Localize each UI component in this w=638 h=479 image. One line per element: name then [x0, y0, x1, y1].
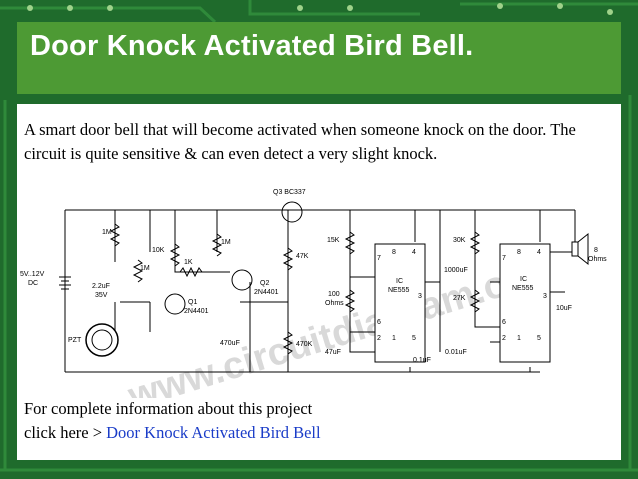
- label-pin-6b: 6: [502, 319, 506, 326]
- label-c470uf: 470uF: [220, 340, 240, 347]
- label-c001uf: 0.01uF: [445, 349, 467, 356]
- label-r100: 100: [328, 291, 340, 298]
- label-r10k: 10K: [152, 247, 165, 254]
- label-speaker: 8: [594, 247, 598, 254]
- label-c22uf: 2.2uF: [92, 283, 110, 290]
- label-c1000uf: 1000uF: [444, 267, 468, 274]
- label-pin-4b: 4: [537, 249, 541, 256]
- label-pin-1b: 1: [517, 335, 521, 342]
- label-q2: Q2: [260, 280, 269, 287]
- circuit-wires: [64, 209, 576, 373]
- footer-prefix: click here >: [24, 423, 107, 442]
- slide-title: Door Knock Activated Bird Bell.: [30, 30, 474, 62]
- footer-text: For complete information about this proj…: [24, 397, 584, 445]
- resistor-zigzags: [109, 223, 481, 355]
- label-r30k: 30K: [453, 237, 466, 244]
- labels: Q3 BC337 1M 1M 1M 10K 1K 5V..12V DC 2.2u…: [20, 189, 607, 364]
- label-supply-dc: DC: [28, 280, 38, 287]
- label-pin-1a: 1: [392, 335, 396, 342]
- label-r47k: 47K: [296, 253, 309, 260]
- label-ic1: IC: [396, 278, 403, 285]
- label-pzt: PZT: [68, 337, 82, 344]
- label-r15k: 15K: [327, 237, 340, 244]
- label-q3: Q3 BC337: [273, 189, 306, 196]
- label-c47uf: 47uF: [325, 349, 341, 356]
- label-c35v: 35V: [95, 292, 108, 299]
- label-r1m-a: 1M: [102, 229, 112, 236]
- circuit-schematic: www.circuitdiagram.org: [20, 189, 607, 398]
- label-q1: Q1: [188, 299, 197, 306]
- label-r1m-c: 1M: [221, 239, 231, 246]
- label-pin-8b: 8: [517, 249, 521, 256]
- label-r470k: 470K: [296, 341, 313, 348]
- label-pin-7b: 7: [502, 255, 506, 262]
- label-pin-3a: 3: [418, 293, 422, 300]
- project-link[interactable]: Door Knock Activated Bird Bell: [106, 423, 321, 442]
- label-r100-unit: Ohms: [325, 300, 344, 307]
- label-pin-4a: 4: [412, 249, 416, 256]
- transistors: [164, 201, 303, 315]
- label-pin-7a: 7: [377, 255, 381, 262]
- label-ic1-part: NE555: [388, 287, 410, 294]
- battery-icon: [59, 276, 71, 290]
- label-pin-3b: 3: [543, 293, 547, 300]
- label-q1-part: 2N4401: [184, 308, 209, 315]
- label-pin-2a: 2: [377, 335, 381, 342]
- label-ic2-part: NE555: [512, 285, 534, 292]
- label-ic2: IC: [520, 276, 527, 283]
- label-pin-2b: 2: [502, 335, 506, 342]
- ic-chips: [374, 243, 551, 363]
- speaker-icon: [571, 232, 589, 266]
- label-r1k: 1K: [184, 259, 193, 266]
- label-pin-8a: 8: [392, 249, 396, 256]
- title-bar: [17, 22, 621, 94]
- label-speaker-unit: Ohms: [588, 256, 607, 263]
- label-c10uf: 10uF: [556, 305, 572, 312]
- label-q2-part: 2N4401: [254, 289, 279, 296]
- label-pin-5b: 5: [537, 335, 541, 342]
- intro-text: A smart door bell that will become activ…: [24, 120, 576, 163]
- pzt-sensor: [85, 323, 119, 357]
- label-r1m-b: 1M: [140, 265, 150, 272]
- label-c01uf: 0.1uF: [413, 357, 431, 364]
- label-pin-6a: 6: [377, 319, 381, 326]
- footer-line1: For complete information about this proj…: [24, 399, 313, 418]
- label-r27k: 27K: [453, 295, 466, 302]
- watermark: www.circuitdiagram.org: [123, 252, 549, 398]
- label-supply: 5V..12V: [20, 271, 45, 278]
- label-pin-5a: 5: [412, 335, 416, 342]
